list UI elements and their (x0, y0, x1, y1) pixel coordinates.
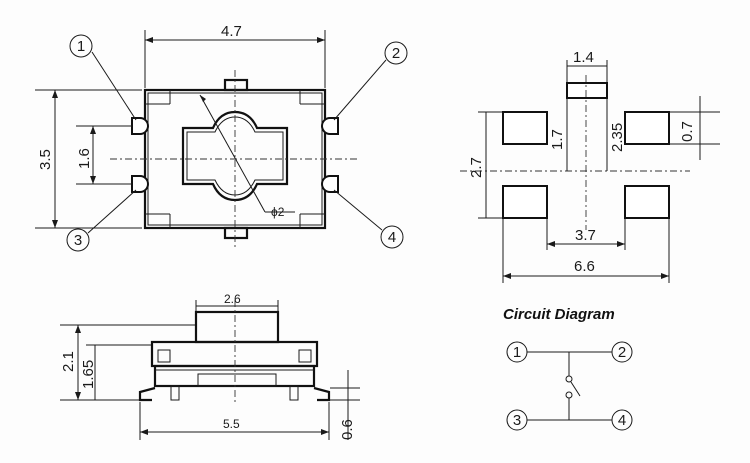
dim-total-height: 2.1 (60, 351, 77, 372)
dim-top-pad: 1.4 (573, 49, 594, 66)
pcb-footprint: 1.4 1.7 2.35 0.7 2.7 3.7 6.6 (460, 49, 720, 283)
side-view: 2.6 2.1 1.65 5.5 0.6 (60, 292, 360, 440)
pin-2-callout (384, 41, 408, 65)
top-tab (223, 78, 249, 92)
svg-text:4: 4 (388, 229, 396, 246)
pin-4-callout (380, 225, 404, 249)
dim-lead-height: 0.6 (339, 419, 356, 440)
footprint-pad-2 (624, 111, 670, 145)
pin-1-tab (131, 117, 149, 135)
node-1-label: 1 (513, 344, 521, 361)
footprint-pad-1 (502, 111, 548, 145)
node-4-label: 4 (618, 412, 626, 429)
left-lead (138, 386, 156, 402)
body-side (150, 340, 319, 368)
bottom-tab (223, 226, 249, 240)
circuit-title: Circuit Diagram (503, 306, 615, 323)
footprint-top-pad (566, 82, 608, 99)
base-side (153, 364, 316, 388)
dim-total-width: 6.6 (574, 258, 595, 275)
node-2-label: 2 (618, 344, 626, 361)
footprint-pad-4 (624, 185, 670, 219)
svg-text:3: 3 (74, 232, 82, 249)
dim-height: 3.5 (37, 149, 54, 170)
pin-2-tab (321, 117, 339, 135)
pin-3-callout (66, 228, 90, 252)
dim-v3: 0.7 (679, 121, 696, 142)
dim-v2: 2.35 (609, 123, 626, 152)
dim-v1: 1.7 (549, 129, 566, 150)
dim-width: 4.7 (221, 23, 242, 40)
right-lead (313, 386, 331, 402)
pin-3-tab (131, 175, 149, 193)
dim-actuator-width: 2.6 (224, 292, 241, 306)
top-view: ϕ2 4.7 3.5 1.6 1 2 3 4 (35, 23, 408, 252)
dim-diameter: ϕ2 (271, 205, 285, 219)
actuator-side (194, 310, 280, 344)
footprint-pad-3 (502, 185, 548, 219)
svg-text:2: 2 (392, 45, 400, 62)
switch-contact (570, 381, 581, 397)
dim-body-height: 1.65 (80, 360, 97, 389)
actuator-button (181, 110, 289, 202)
dim-inner-width: 3.7 (575, 227, 596, 244)
svg-text:1: 1 (77, 38, 85, 55)
dim-left: 2.7 (468, 157, 485, 178)
pin-4-tab (321, 175, 339, 193)
dim-base-width: 5.5 (223, 417, 240, 431)
node-3-label: 3 (513, 412, 521, 429)
circuit-diagram: Circuit Diagram 1 2 3 4 (503, 306, 633, 431)
pin-1-callout (69, 34, 93, 58)
dim-pin-pitch: 1.6 (76, 148, 93, 169)
